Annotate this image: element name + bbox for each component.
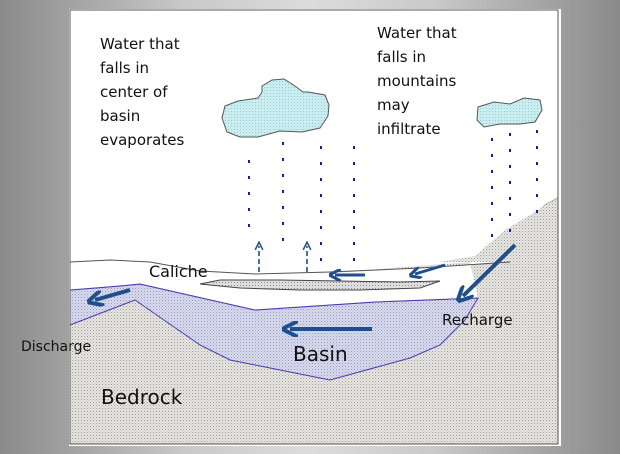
rain-drop — [536, 210, 538, 213]
rain-drop — [353, 162, 355, 165]
discharge-arrow — [95, 288, 131, 300]
rain-drop — [353, 210, 355, 213]
rain-drop — [509, 133, 511, 136]
land-surface-line — [69, 259, 511, 275]
rain-drop — [320, 146, 322, 149]
recharge-arrow — [463, 243, 517, 296]
rain-drop — [282, 174, 284, 177]
rain-drop — [491, 234, 493, 237]
rain-drops — [248, 130, 538, 261]
rain-drop — [282, 238, 284, 241]
rain-drop — [536, 146, 538, 149]
rain-drop — [320, 178, 322, 181]
rain-drop — [509, 149, 511, 152]
rain-drop — [536, 162, 538, 165]
caliche-label: Caliche — [149, 262, 208, 281]
rain-drop — [491, 186, 493, 189]
rain-drop — [536, 178, 538, 181]
rain-drop — [509, 213, 511, 216]
center-cloud — [221, 78, 330, 138]
caliche-lens — [199, 279, 441, 291]
mountain-cloud — [476, 97, 543, 128]
rain-drop — [491, 138, 493, 141]
rain-drop — [320, 210, 322, 213]
rain-drop — [491, 154, 493, 157]
rain-drop — [282, 142, 284, 145]
rain-drop — [320, 242, 322, 245]
rain-drop — [282, 222, 284, 225]
recharge-label: Recharge — [442, 311, 513, 329]
rain-drop — [320, 162, 322, 165]
rain-drop — [536, 194, 538, 197]
rain-drop — [536, 130, 538, 133]
rain-drop — [248, 224, 250, 227]
infiltration-arrow — [415, 263, 446, 274]
rain-drop — [491, 202, 493, 205]
rain-drop — [353, 146, 355, 149]
rain-drop — [320, 226, 322, 229]
rain-drop — [248, 176, 250, 179]
rain-drop — [509, 197, 511, 200]
bedrock-label: Bedrock — [101, 385, 183, 409]
rain-drop — [509, 181, 511, 184]
rain-drop — [353, 178, 355, 181]
rain-drop — [509, 229, 511, 232]
rain-drop — [320, 194, 322, 197]
rain-drop — [282, 190, 284, 193]
rain-drop — [248, 208, 250, 211]
rain-drop — [248, 192, 250, 195]
rain-drop — [353, 194, 355, 197]
evaporation-caption: Water that falls in center of basin evap… — [100, 35, 185, 149]
rain-drop — [353, 226, 355, 229]
mountain-surface — [440, 198, 558, 262]
rain-drop — [248, 160, 250, 163]
discharge-label: Discharge — [21, 339, 92, 355]
rain-drop — [353, 258, 355, 261]
water-table-line — [69, 283, 479, 311]
diagram-border — [69, 9, 559, 445]
rain-drop — [509, 165, 511, 168]
rain-drop — [353, 242, 355, 245]
rain-drop — [491, 218, 493, 221]
rain-drop — [282, 206, 284, 209]
rain-drop — [491, 170, 493, 173]
rain-drop — [320, 258, 322, 261]
infiltration-caption: Water that falls in mountains may infilt… — [377, 24, 457, 138]
basin-label: Basin — [293, 342, 348, 366]
rain-drop — [282, 158, 284, 161]
